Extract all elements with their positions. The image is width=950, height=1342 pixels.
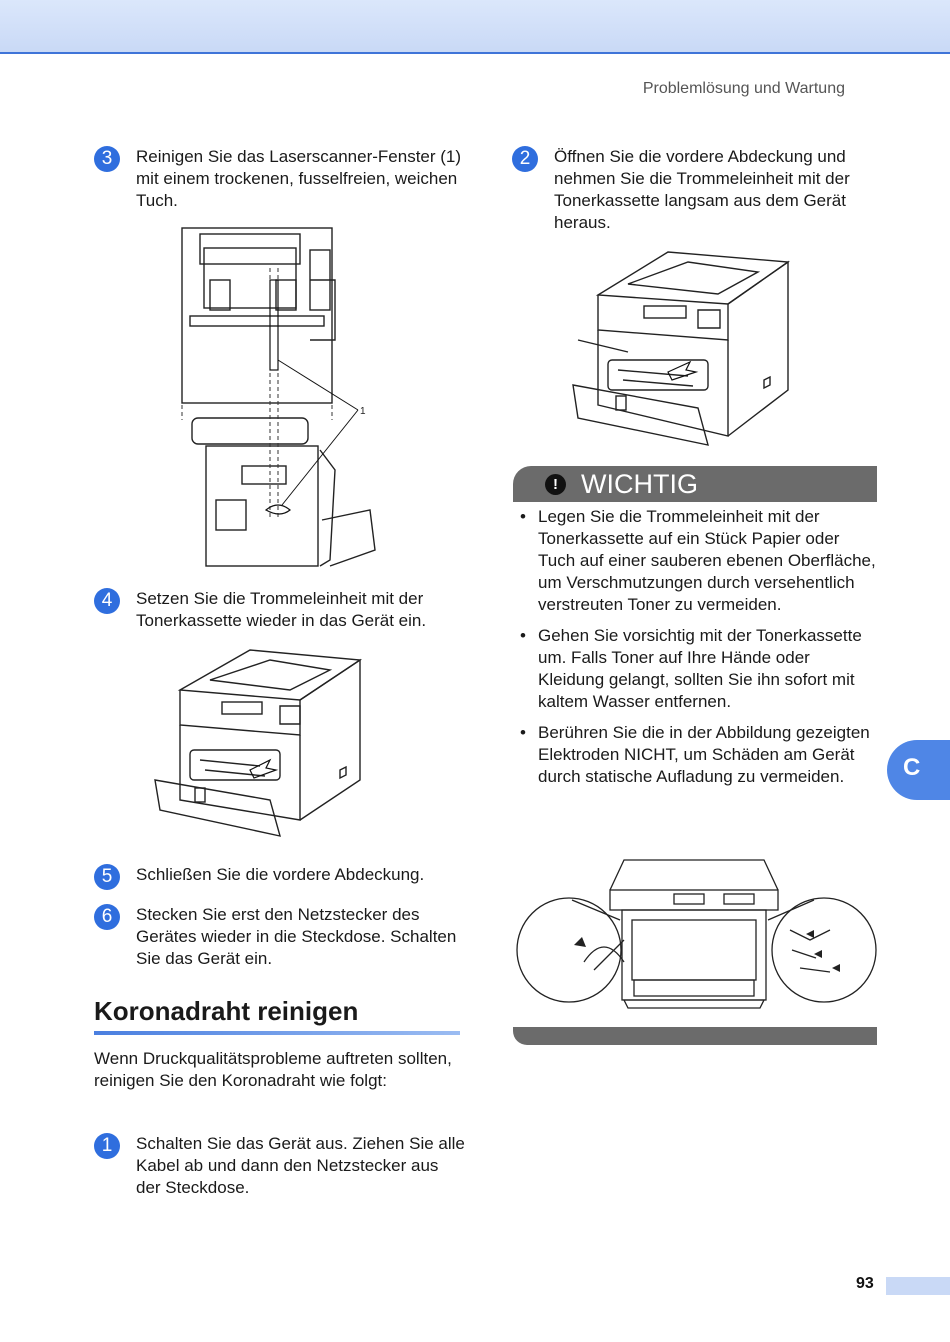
list-item: • Gehen Sie vorsichtig mit der Tonerkass… [520,625,880,713]
step-text: Schließen Sie die vordere Abdeckung. [136,865,425,884]
bullet-text: Gehen Sie vorsichtig mit der Tonerkasset… [538,626,862,711]
warning-icon: ! [545,474,566,495]
figure-electrodes [514,850,878,1015]
bullet-dot-icon: • [520,507,526,526]
bullet-dot-icon: • [520,626,526,645]
important-bullet-list: • Legen Sie die Trommeleinheit mit der T… [520,506,880,797]
callout-label: 1 [360,406,366,417]
step-text: Schalten Sie das Gerät aus. Ziehen Sie a… [136,1134,465,1197]
step-number-badge: 2 [512,146,538,172]
bullet-text: Legen Sie die Trommeleinheit mit der Ton… [538,507,876,614]
step-text: Öffnen Sie die vordere Abdeckung und neh… [554,147,850,232]
page-number: 93 [856,1275,874,1292]
section-step-1: 1 Schalten Sie das Gerät aus. Ziehen Sie… [94,1133,474,1203]
step-number-badge: 4 [94,588,120,614]
step-text: Setzen Sie die Trommeleinheit mit der To… [136,589,427,630]
important-footer [513,1027,877,1045]
section-title: Koronadraht reinigen [94,996,359,1026]
page-number-bar [886,1277,950,1295]
bullet-dot-icon: • [520,723,526,742]
step-number-badge: 5 [94,864,120,890]
step-4: 4 Setzen Sie die Trommeleinheit mit der … [94,588,474,636]
step-text: Reinigen Sie das Laserscanner-Fenster (1… [136,147,462,210]
step-3: 3 Reinigen Sie das Laserscanner-Fenster … [94,146,474,216]
header-band [0,0,950,54]
figure-laser-scanner-window: 1 [170,220,380,572]
section-intro: Wenn Druckqualitätsprobleme auftreten so… [94,1049,452,1090]
figure-remove-drum-unit [568,240,808,450]
step-6: 6 Stecken Sie erst den Netzstecker des G… [94,904,474,974]
important-title: WICHTIG [581,469,698,499]
figure-reinsert-drum-unit [150,640,380,840]
chapter-tab: C [887,740,950,800]
bullet-text: Berühren Sie die in der Abbildung gezeig… [538,723,870,786]
list-item: • Legen Sie die Trommeleinheit mit der T… [520,506,880,616]
step-number-badge: 6 [94,904,120,930]
section-rule [94,1031,460,1035]
step-5: 5 Schließen Sie die vordere Abdeckung. [94,864,474,890]
chapter-tab-label: C [903,754,921,781]
running-head: Problemlösung und Wartung [642,80,845,97]
important-header: ! WICHTIG [513,466,877,502]
step-text: Stecken Sie erst den Netzstecker des Ger… [136,905,457,968]
step-number-badge: 1 [94,1133,120,1159]
step-2: 2 Öffnen Sie die vordere Abdeckung und n… [512,146,892,238]
step-number-badge: 3 [94,146,120,172]
list-item: • Berühren Sie die in der Abbildung geze… [520,722,880,788]
